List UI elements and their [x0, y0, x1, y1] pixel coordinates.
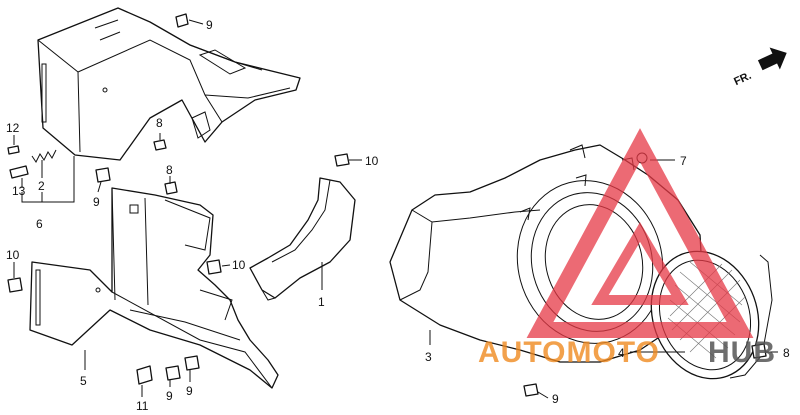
bolt-parts [7, 13, 767, 397]
watermark: AUTOMOTO HUB [478, 128, 776, 369]
callout-6: 6 [36, 217, 43, 231]
upper-shroud [37, 7, 301, 161]
leader-lines [13, 19, 778, 399]
callout-1: 1 [318, 295, 325, 309]
callout-9-bottom-b: 9 [186, 384, 193, 398]
callout-labels: 9 8 8 9 12 2 13 6 10 10 10 1 7 4 3 5 11 … [6, 18, 790, 413]
front-label: FR. [732, 70, 753, 88]
guide-plate [249, 177, 356, 301]
lower-shroud [29, 187, 279, 389]
callout-8-upper: 8 [156, 116, 163, 130]
watermark-triangle-icon [526, 128, 754, 338]
watermark-text-secondary: HUB [708, 336, 776, 369]
callout-3: 3 [425, 350, 432, 364]
callout-9-bottom-a: 9 [166, 389, 173, 403]
callout-4: 4 [618, 346, 625, 360]
callout-5: 5 [80, 374, 87, 388]
front-direction-marker: FR. [732, 47, 787, 88]
watermark-text-primary: AUTOMOTO [478, 336, 660, 369]
callout-10-middle: 10 [232, 258, 246, 272]
callout-10-left: 10 [6, 248, 20, 262]
callout-8-right: 8 [783, 346, 790, 360]
callout-2: 2 [38, 179, 45, 193]
callout-9-bottom-right: 9 [552, 392, 559, 406]
fan-screen [650, 250, 773, 380]
callout-13: 13 [12, 184, 26, 198]
callout-11: 11 [136, 399, 149, 413]
callout-7: 7 [680, 154, 687, 168]
callout-9-top: 9 [206, 18, 213, 32]
callout-8-middle: 8 [166, 163, 173, 177]
callout-12: 12 [6, 121, 20, 135]
callout-9-left: 9 [93, 195, 100, 209]
spring-part [31, 149, 57, 163]
callout-10-right: 10 [365, 154, 379, 168]
front-arrow-icon [757, 47, 787, 71]
